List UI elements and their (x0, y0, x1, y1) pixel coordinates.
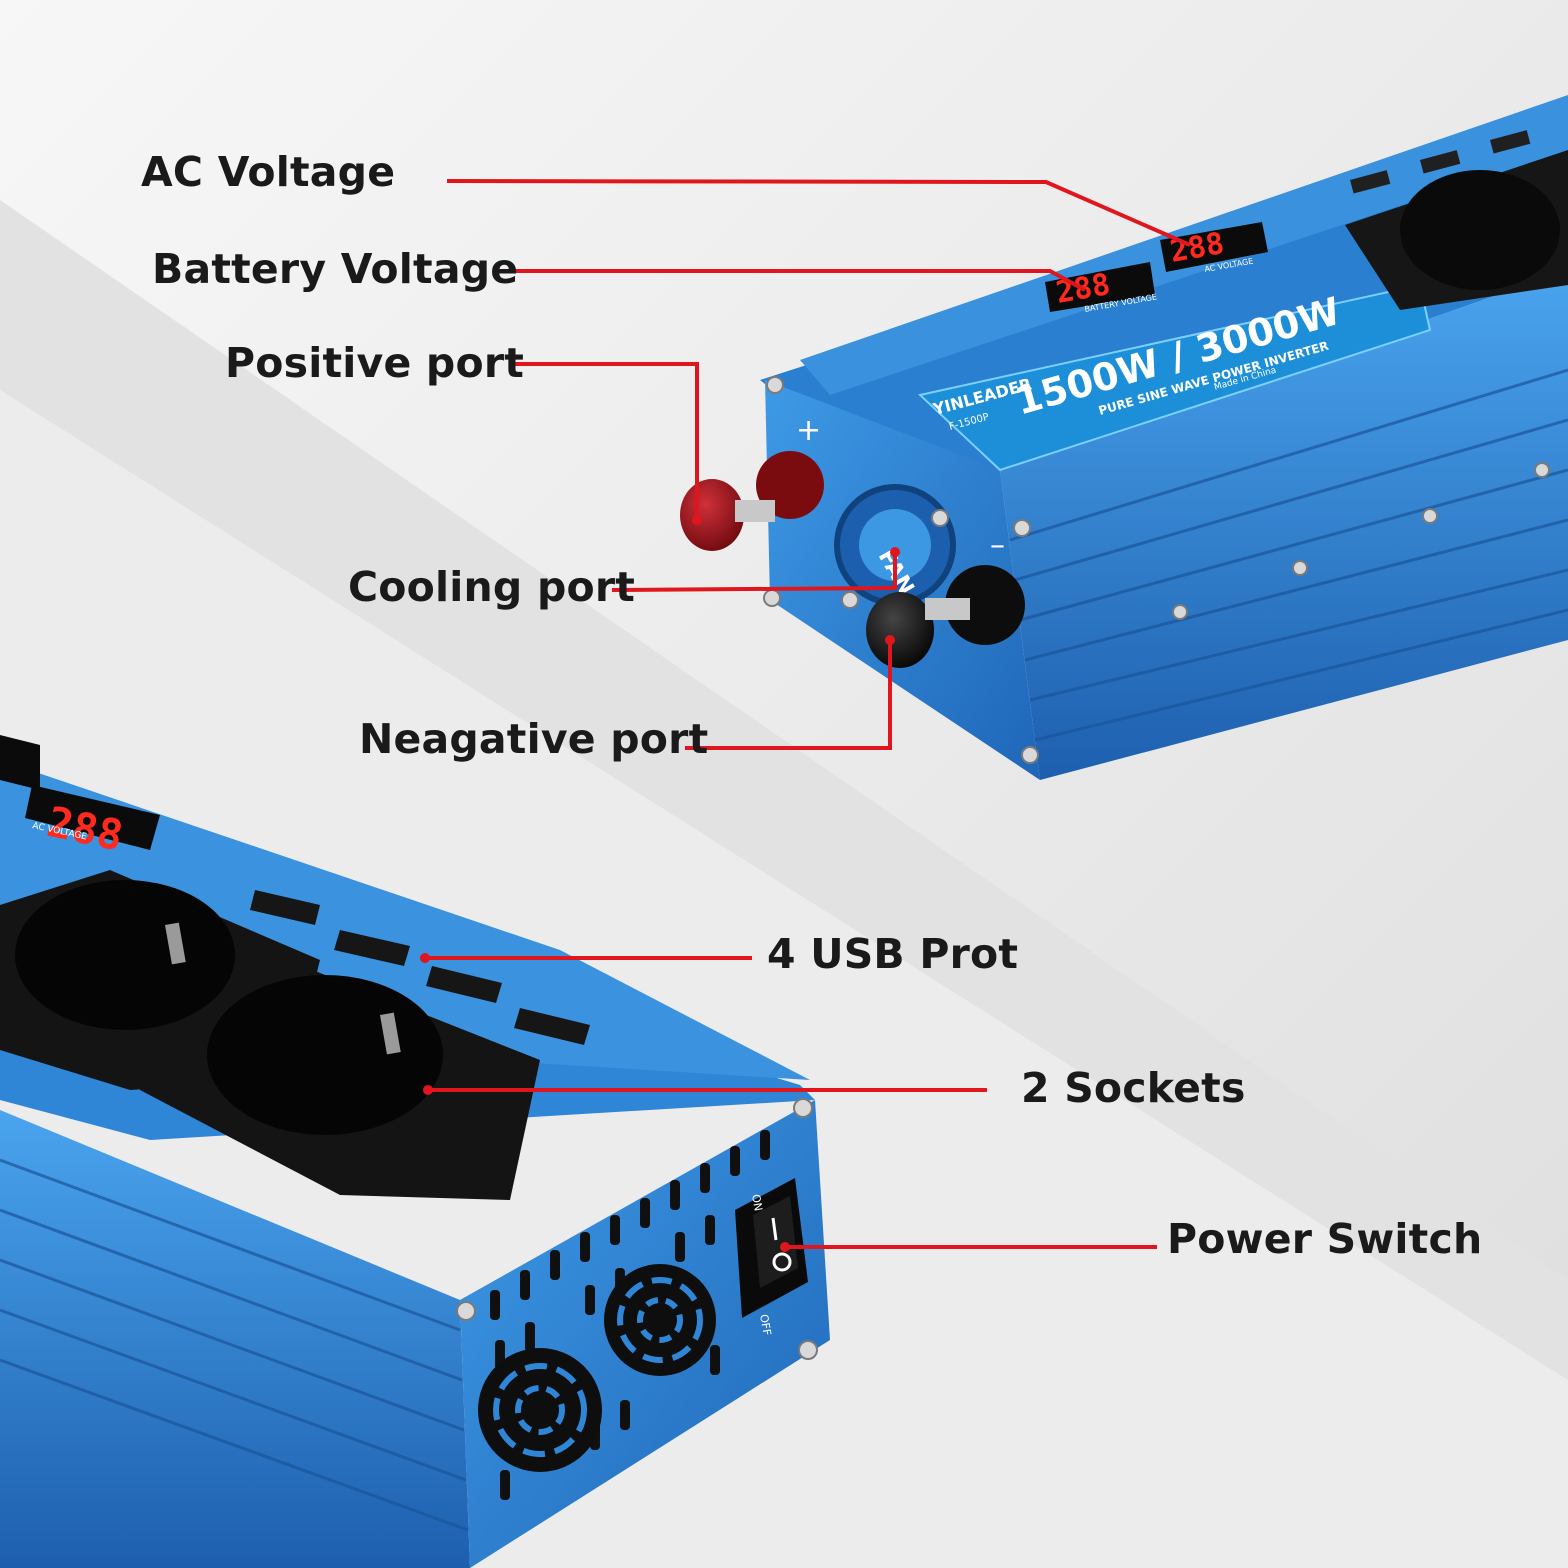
callout-power-switch: Power Switch (1167, 1215, 1483, 1263)
leader-battery-voltage (495, 269, 1086, 292)
vent-slots (490, 1130, 770, 1500)
battery-voltage-display (1045, 262, 1155, 312)
side-ridges (1009, 368, 1568, 742)
leader-negative-port (685, 640, 892, 750)
callout-cooling-port: Cooling port (348, 563, 636, 611)
inverter-top: YINLEADER F-1500P 1500W / 3000W PURE SIN… (680, 95, 1568, 780)
side-ridges-bottom (0, 1158, 469, 1532)
positive-terminal-bolt (735, 500, 775, 522)
inverter-bottom: ON OFF 288 AC VOLTAGE (0, 730, 830, 1568)
negative-terminal-knob (866, 592, 934, 668)
product-label (917, 283, 1432, 472)
switch-off-label: OFF (757, 1313, 774, 1336)
socket-right (135, 965, 540, 1200)
socket-top-hole (1400, 170, 1560, 290)
side-body-bottom (0, 1110, 470, 1568)
usb-slots-top (1350, 130, 1531, 194)
negative-terminal-base (945, 565, 1025, 645)
callout-ac-voltage: AC Voltage (141, 148, 396, 196)
leader-ac-voltage (446, 179, 1191, 247)
lcd-bottom-partial (0, 735, 40, 790)
callout-sockets: 2 Sockets (1021, 1064, 1246, 1112)
screws-bottom (456, 1098, 818, 1360)
leader-cooling-port (611, 552, 897, 592)
leader-dots (420, 515, 900, 1252)
power-switch-rocker (753, 1196, 798, 1288)
fan-center (859, 509, 931, 581)
callout-negative-port: Neagative port (359, 715, 709, 763)
positive-sign: + (796, 413, 821, 448)
ac-voltage-display-bottom (25, 785, 160, 850)
callout-usb-port: 4 USB Prot (767, 930, 1019, 978)
ac-voltage-display (1160, 222, 1268, 272)
usb-ports-bottom (250, 890, 590, 1045)
positive-terminal-knob (680, 479, 744, 551)
screws-top (763, 376, 1550, 764)
switch-on-label: ON (749, 1193, 765, 1212)
leader-lines (425, 179, 1191, 1249)
leader-positive-port (513, 362, 699, 520)
callout-positive-port: Positive port (225, 339, 525, 387)
callout-battery-voltage: Battery Voltage (152, 245, 519, 293)
negative-terminal-bolt (925, 598, 970, 620)
negative-sign: – (990, 528, 1005, 563)
side-body (1000, 270, 1568, 780)
